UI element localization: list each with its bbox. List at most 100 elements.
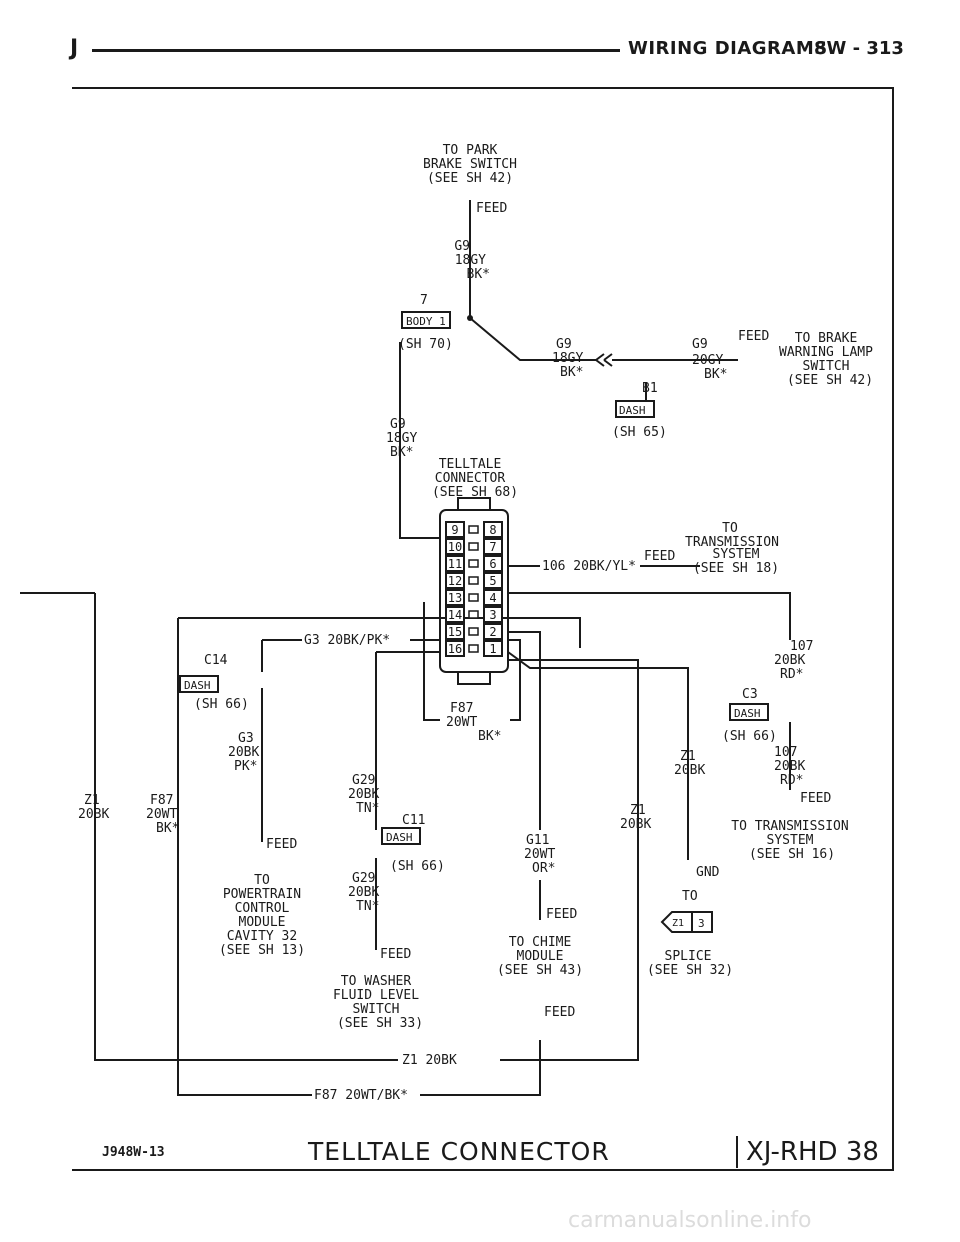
svg-text:107: 107 (774, 745, 797, 760)
section-letter: J (70, 36, 79, 61)
svg-text:G11: G11 (526, 833, 549, 848)
connector-pin-label: 4 (489, 591, 496, 605)
svg-text:MODULE: MODULE (517, 949, 564, 964)
svg-text:20GY: 20GY (692, 353, 723, 368)
connector-key (468, 542, 479, 551)
connector-pin-label: 8 (489, 523, 496, 537)
svg-text:CAVITY 32: CAVITY 32 (227, 929, 297, 944)
svg-text:SYSTEM: SYSTEM (767, 833, 814, 848)
svg-text:Z1: Z1 (680, 749, 696, 764)
label-park: TO PARK (443, 143, 498, 158)
wire-g11 (508, 631, 541, 830)
svg-text:Z1 20BK: Z1 20BK (402, 1053, 457, 1068)
svg-text:CONTROL: CONTROL (235, 901, 290, 916)
connector-pin-label: 3 (489, 608, 496, 622)
svg-text:DASH: DASH (184, 679, 211, 692)
svg-text:(SEE SH 42): (SEE SH 42) (787, 373, 873, 388)
connector-key (468, 559, 479, 568)
connector-pin-left (445, 623, 465, 640)
svg-text:(SH 65): (SH 65) (612, 425, 667, 440)
c14-dash-box (179, 675, 219, 693)
connector-key (468, 593, 479, 602)
connector-pin-label: 12 (448, 574, 462, 588)
svg-text:TO CHIME: TO CHIME (509, 935, 572, 950)
connector-pin-label: 16 (448, 642, 462, 656)
svg-text:BK*: BK* (704, 367, 727, 382)
svg-text:FEED: FEED (738, 329, 769, 344)
svg-text:RD*: RD* (780, 667, 803, 682)
page-footer: J948W-13 TELLTALE CONNECTOR XJ-RHD 38 (0, 1135, 960, 1175)
connector-pin-right (483, 606, 503, 623)
svg-text:20WT: 20WT (524, 847, 555, 862)
wire-z1-bus-right (500, 659, 639, 1061)
svg-text:18GY: 18GY (552, 351, 583, 366)
svg-text:F87: F87 (150, 793, 173, 808)
svg-text:SPLICE: SPLICE (665, 949, 712, 964)
svg-text:7: 7 (420, 293, 428, 308)
wire-g9-down (399, 342, 440, 539)
svg-text:G29: G29 (352, 773, 375, 788)
wire-f87-outer (178, 617, 581, 648)
svg-text:FEED: FEED (644, 549, 675, 564)
connector-pin-right (483, 555, 503, 572)
svg-text:20BK: 20BK (348, 787, 379, 802)
svg-text:G9: G9 (454, 239, 470, 254)
connector-pin-left (445, 640, 465, 657)
connector-pin-label: 14 (448, 608, 462, 622)
svg-text:FEED: FEED (380, 947, 411, 962)
svg-text:B1: B1 (642, 381, 658, 396)
connector-tab-top (457, 497, 491, 511)
splice-box (692, 911, 713, 933)
svg-text:POWERTRAIN: POWERTRAIN (223, 887, 301, 902)
svg-text:CONNECTOR: CONNECTOR (435, 471, 506, 486)
svg-text:20WT: 20WT (446, 715, 477, 730)
svg-text:DASH: DASH (734, 707, 761, 720)
svg-text:Z1: Z1 (630, 803, 646, 818)
svg-text:TRANSMISSION: TRANSMISSION (685, 535, 779, 550)
connector-pin-label: 11 (448, 557, 462, 571)
connector-pin-right (483, 521, 503, 538)
svg-text:(SH 66): (SH 66) (390, 859, 445, 874)
figure-code: J948W-13 (102, 1145, 165, 1160)
svg-text:(SEE SH 32): (SEE SH 32) (647, 963, 733, 978)
svg-text:FEED: FEED (544, 1005, 575, 1020)
connector-pin-right (483, 572, 503, 589)
wire-f87-inner (423, 602, 440, 721)
connector-tab-bottom (457, 671, 491, 685)
svg-text:20BK: 20BK (348, 885, 379, 900)
wire-f87-bus-right (420, 1040, 541, 1096)
page-header: J WIRING DIAGRAMS 8W - 313 (0, 36, 960, 68)
connector-pin-left (445, 538, 465, 555)
svg-text:SYSTEM: SYSTEM (713, 547, 760, 562)
page-number: 8W - 313 (814, 38, 904, 59)
svg-text:TN*: TN* (356, 801, 379, 816)
connector-pin-right (483, 640, 503, 657)
svg-text:RD*: RD* (780, 773, 803, 788)
svg-text:(SEE SH 16): (SEE SH 16) (749, 847, 835, 862)
svg-text:BK*: BK* (390, 445, 413, 460)
svg-text:SWITCH: SWITCH (803, 359, 850, 374)
svg-text:3: 3 (698, 917, 705, 930)
svg-text:C3: C3 (742, 687, 758, 702)
connector-pin-left (445, 521, 465, 538)
svg-text:TO WASHER: TO WASHER (341, 974, 412, 989)
svg-text:TO BRAKE: TO BRAKE (795, 331, 858, 346)
body1-box (401, 311, 451, 329)
svg-text:(SEE SH 13): (SEE SH 13) (219, 943, 305, 958)
connector-pin-label: 6 (489, 557, 496, 571)
connector-key (468, 525, 479, 534)
watermark: carmanualsonline.info (568, 1208, 812, 1233)
svg-text:FEED: FEED (266, 837, 297, 852)
connector-key (468, 610, 479, 619)
svg-text:20BK: 20BK (228, 745, 259, 760)
svg-text:C11: C11 (402, 813, 425, 828)
svg-text:(SH 66): (SH 66) (194, 697, 249, 712)
svg-text:WARNING LAMP: WARNING LAMP (779, 345, 873, 360)
c3-dash-box (729, 703, 769, 721)
connector-pin-label: 9 (451, 523, 458, 537)
svg-text:G9: G9 (556, 337, 572, 352)
inline-connector-symbol (595, 353, 613, 367)
svg-text:MODULE: MODULE (239, 915, 286, 930)
svg-text:GND: GND (696, 865, 720, 880)
